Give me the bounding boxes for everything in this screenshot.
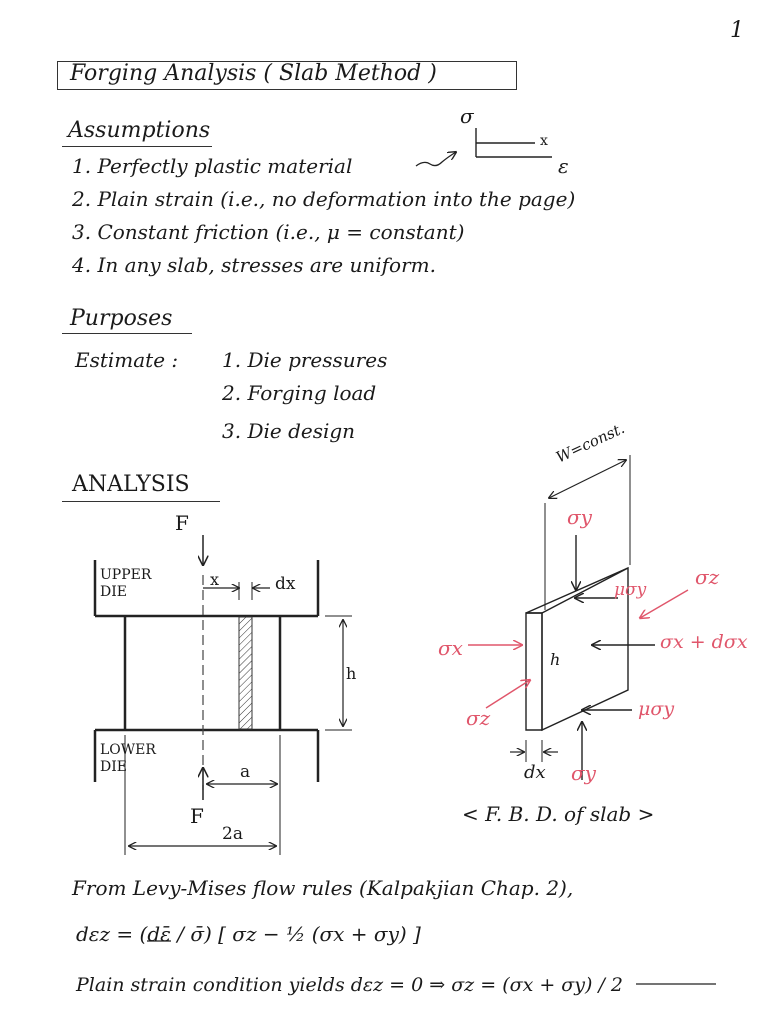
force-label-bottom: F	[190, 804, 204, 828]
assumption-item: 2. Plain strain (i.e., no deformation in…	[72, 187, 576, 211]
epsilon-label: ε	[558, 154, 569, 178]
mu-sigma-y-top-label: μσy	[614, 580, 647, 600]
upper-die-label: UPPER DIE	[100, 567, 152, 600]
lower-die-label: LOWER DIE	[100, 742, 156, 775]
two-a-label: 2a	[222, 824, 243, 844]
purpose-item: 2. Forging load	[222, 381, 377, 405]
sigma-x-left-label: σx	[438, 636, 463, 660]
purpose-item: 3. Die design	[222, 419, 356, 443]
assumption-item: 3. Constant friction (i.e., μ = constant…	[72, 220, 465, 244]
equation-line-3: Plain strain condition yields dεz = 0 ⇒ …	[76, 974, 623, 996]
assumption-item: 4. In any slab, stresses are uniform.	[72, 253, 436, 277]
sigma-z-left-label: σz	[466, 706, 491, 730]
assumption-item: 1. Perfectly plastic material	[72, 154, 353, 178]
purposes-heading: Purposes	[70, 306, 173, 331]
squiggle-arrow	[415, 152, 456, 167]
page-title: Forging Analysis ( Slab Method )	[70, 61, 437, 86]
sigma-z-right-label: σz	[695, 565, 720, 589]
slab-h-label: h	[550, 650, 561, 669]
h-label: h	[346, 664, 357, 683]
a-label: a	[240, 762, 251, 782]
assumptions-heading: Assumptions	[68, 118, 211, 143]
purposes-underline	[62, 333, 192, 334]
slab-dx-label: dx	[524, 762, 546, 783]
equation-line-1: From Levy-Mises flow rules (Kalpakjian C…	[72, 876, 574, 900]
force-label-top: F	[175, 511, 189, 535]
stress-strain-graph	[415, 128, 552, 167]
analysis-underline	[62, 501, 220, 502]
sigma-y-bottom-label: σy	[571, 761, 596, 785]
mu-sigma-y-bottom-label: μσy	[638, 698, 675, 720]
sigma-label: σ	[460, 104, 474, 128]
estimate-label: Estimate :	[75, 348, 179, 372]
title-box	[57, 61, 517, 90]
sigma-y-top-label: σy	[567, 505, 592, 529]
analysis-heading: ANALYSIS	[72, 472, 190, 497]
forging-die-diagram	[93, 535, 352, 855]
equation-line-2: dεz = (dε̄ / σ̄) [ σz − ½ (σx + σy) ]	[76, 922, 421, 946]
dx-label: dx	[275, 574, 296, 594]
slab-free-body-diagram	[468, 455, 689, 780]
sigma-x-dx-label: σx + dσx	[660, 631, 748, 653]
slab-element	[238, 616, 253, 730]
page-number: 1	[730, 18, 744, 43]
purpose-item: 1. Die pressures	[222, 348, 388, 372]
assumptions-underline	[62, 146, 212, 147]
graph-x-mark: x	[540, 133, 548, 149]
x-label: x	[210, 570, 220, 589]
fbd-caption: < F. B. D. of slab >	[462, 802, 655, 826]
